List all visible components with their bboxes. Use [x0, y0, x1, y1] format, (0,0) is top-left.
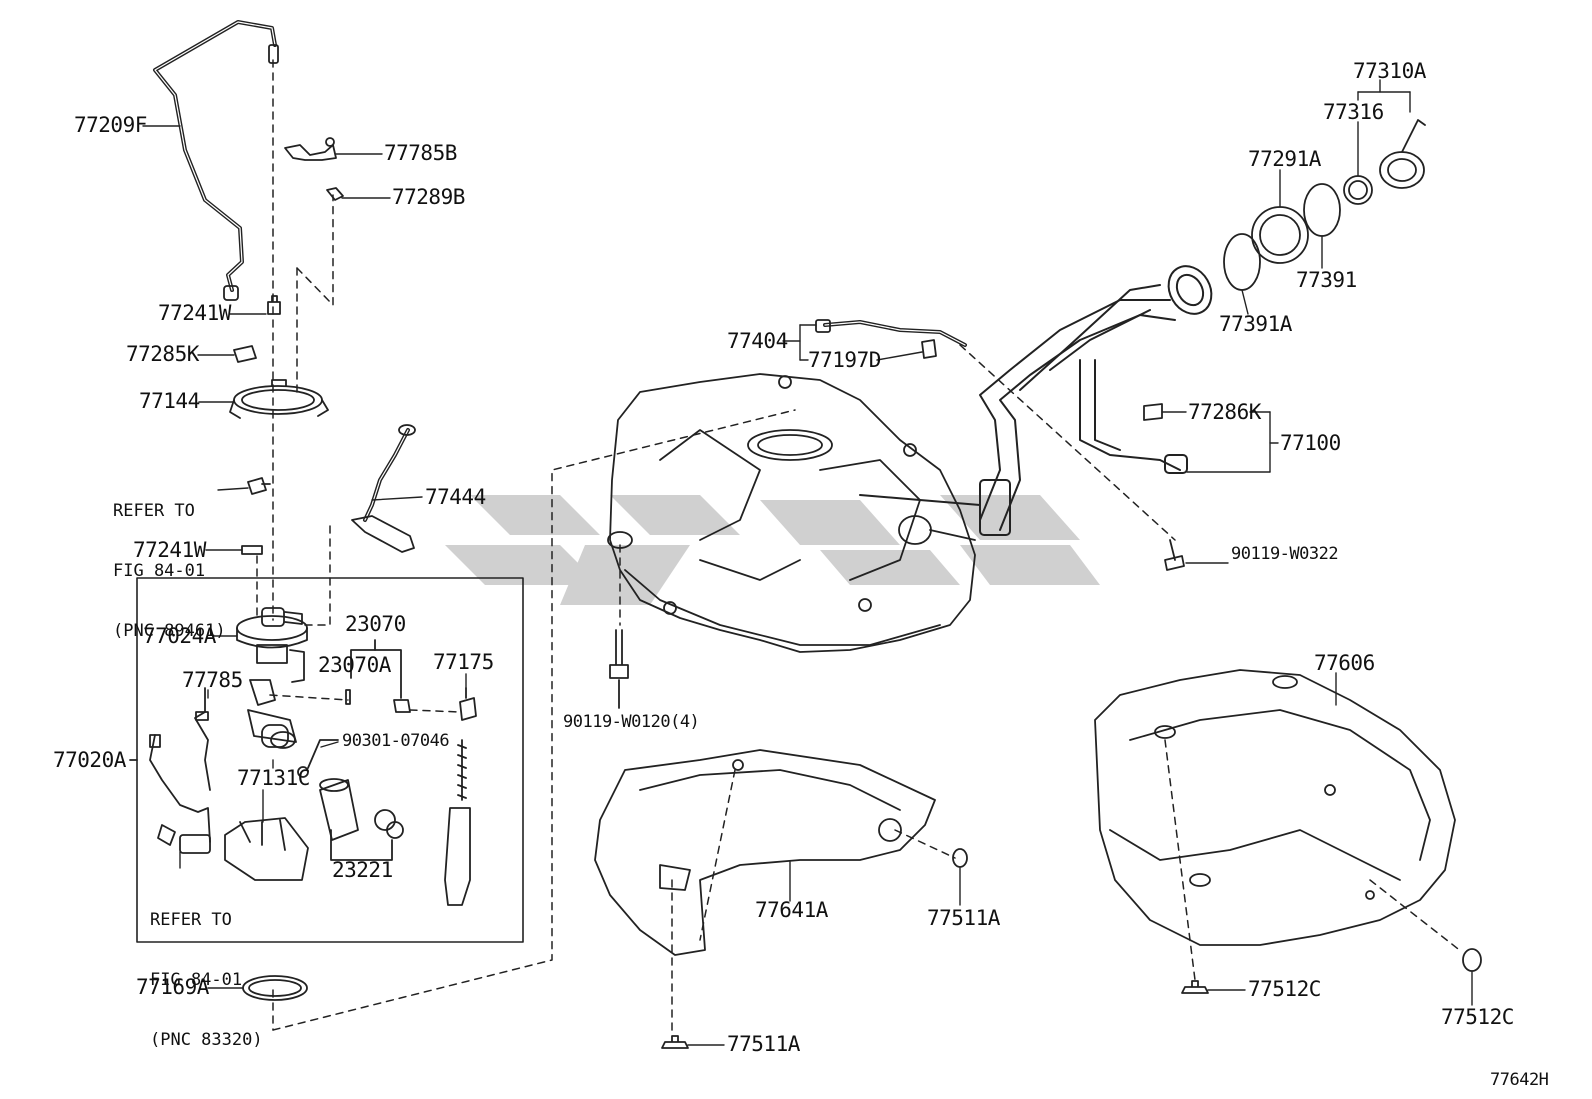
label-77020A[interactable]: 77020A: [53, 748, 126, 772]
label-77511A-right[interactable]: 77511A: [927, 906, 1000, 930]
o-ring-23070A-icon: [345, 689, 351, 705]
label-23221[interactable]: 23221: [332, 858, 393, 882]
label-77197D[interactable]: 77197D: [808, 348, 881, 372]
note-refer-gauge-line3[interactable]: (PNC 83320): [150, 1030, 263, 1051]
clip-77241W-mid-icon: [241, 545, 263, 555]
o-ring-90301-icon: [297, 766, 309, 778]
pump-flange-77024A-icon: [236, 607, 308, 683]
label-77131C[interactable]: 77131C: [237, 766, 310, 790]
label-77316[interactable]: 77316: [1323, 100, 1384, 124]
label-90119-W0322[interactable]: 90119-W0322: [1231, 544, 1339, 564]
label-23070A[interactable]: 23070A: [318, 653, 391, 677]
connector-77285K-icon: [233, 345, 257, 363]
label-77785[interactable]: 77785: [182, 668, 243, 692]
label-77641A[interactable]: 77641A: [755, 898, 828, 922]
pad-77512C-right-icon: [1462, 948, 1482, 972]
fuel-tube-77209F: [153, 20, 277, 292]
label-77512C-right[interactable]: 77512C: [1441, 1005, 1514, 1029]
filler-pipe-77100-icon: [859, 265, 1213, 536]
label-77241W-mid[interactable]: 77241W: [133, 538, 206, 562]
label-77291A[interactable]: 77291A: [1248, 147, 1321, 171]
label-77169A[interactable]: 77169A: [136, 975, 209, 999]
gasket-77391A-icon: [1223, 233, 1261, 291]
clip-77241W-icon: [267, 295, 281, 315]
fuel-cap-77310A-icon: [1379, 119, 1426, 189]
note-refer-sender: REFER TO FIG 84-01 (PNC 89461): [113, 461, 226, 661]
gasket-77391-icon: [1303, 183, 1341, 237]
label-77286K[interactable]: 77286K: [1188, 400, 1261, 424]
pad-77511A-bottom-icon: [661, 1035, 689, 1049]
label-77606[interactable]: 77606: [1314, 651, 1375, 675]
sender-gauge-icon: [247, 477, 271, 495]
label-77512C-left[interactable]: 77512C: [1248, 977, 1321, 1001]
label-77285K[interactable]: 77285K: [126, 342, 199, 366]
bolt-90119-W0120-icon: [609, 629, 629, 679]
fuel-pump-body-icon: [224, 679, 309, 881]
bolt-90119-W0322-icon: [1164, 539, 1185, 571]
note-refer-gauge-line1: REFER TO: [150, 910, 232, 931]
label-77024A[interactable]: 77024A: [143, 624, 216, 648]
wire-clip-77785B-icon: [284, 144, 337, 161]
fuel-tank-icon: [607, 373, 976, 653]
protector-77606-icon: [1094, 669, 1456, 946]
clamp-77197D-icon: [921, 339, 937, 359]
tube-end-icon: [268, 44, 279, 64]
tube-connector-icon: [223, 285, 239, 301]
diagram-id: 77642H: [1490, 1070, 1549, 1090]
watermark-logo: [445, 495, 1100, 605]
fuel-filter-23221-icon: [319, 778, 404, 861]
label-77785B[interactable]: 77785B: [384, 141, 457, 165]
note-refer-sender-line1: REFER TO: [113, 501, 195, 522]
pad-77511A-right-icon: [952, 848, 968, 868]
note-refer-gauge-line2: FIG 84-01: [150, 970, 243, 991]
connector-23070-icon: [393, 699, 411, 713]
label-90119-W0120[interactable]: 90119-W0120(4): [563, 712, 700, 732]
filter-bracket-icon: [444, 807, 471, 906]
clip-77286K-icon: [1143, 403, 1163, 421]
gauge-sender-icon: [149, 734, 211, 843]
label-77444[interactable]: 77444: [425, 485, 486, 509]
note-refer-gauge: REFER TO FIG 84-01 (PNC 83320): [150, 870, 263, 1070]
label-77310A[interactable]: 77310A: [1353, 59, 1426, 83]
label-77511A-bottom[interactable]: 77511A: [727, 1032, 800, 1056]
label-77289B[interactable]: 77289B: [392, 185, 465, 209]
leader-lines: [142, 79, 1473, 1046]
label-90301-07046[interactable]: 90301-07046: [342, 731, 450, 751]
label-77391[interactable]: 77391: [1296, 268, 1357, 292]
clip-77289B-icon: [326, 187, 344, 201]
label-23070[interactable]: 23070: [345, 612, 406, 636]
label-77241W-top[interactable]: 77241W: [158, 301, 231, 325]
label-77391A[interactable]: 77391A: [1219, 312, 1292, 336]
label-77100[interactable]: 77100: [1280, 431, 1341, 455]
label-77404[interactable]: 77404: [727, 329, 788, 353]
wire-harness-77785-icon: [194, 687, 211, 791]
retainer-77175-icon: [459, 687, 477, 721]
label-77209F[interactable]: 77209F: [74, 113, 147, 137]
spring-icon: [457, 739, 467, 801]
note-refer-sender-line2: FIG 84-01: [113, 561, 206, 582]
protector-77641A-icon: [594, 749, 936, 956]
pad-77512C-left-icon: [1181, 980, 1209, 994]
label-77144[interactable]: 77144: [139, 389, 200, 413]
note-refer-sender-line3[interactable]: (PNC 89461): [113, 621, 226, 642]
label-77175[interactable]: 77175: [433, 650, 494, 674]
